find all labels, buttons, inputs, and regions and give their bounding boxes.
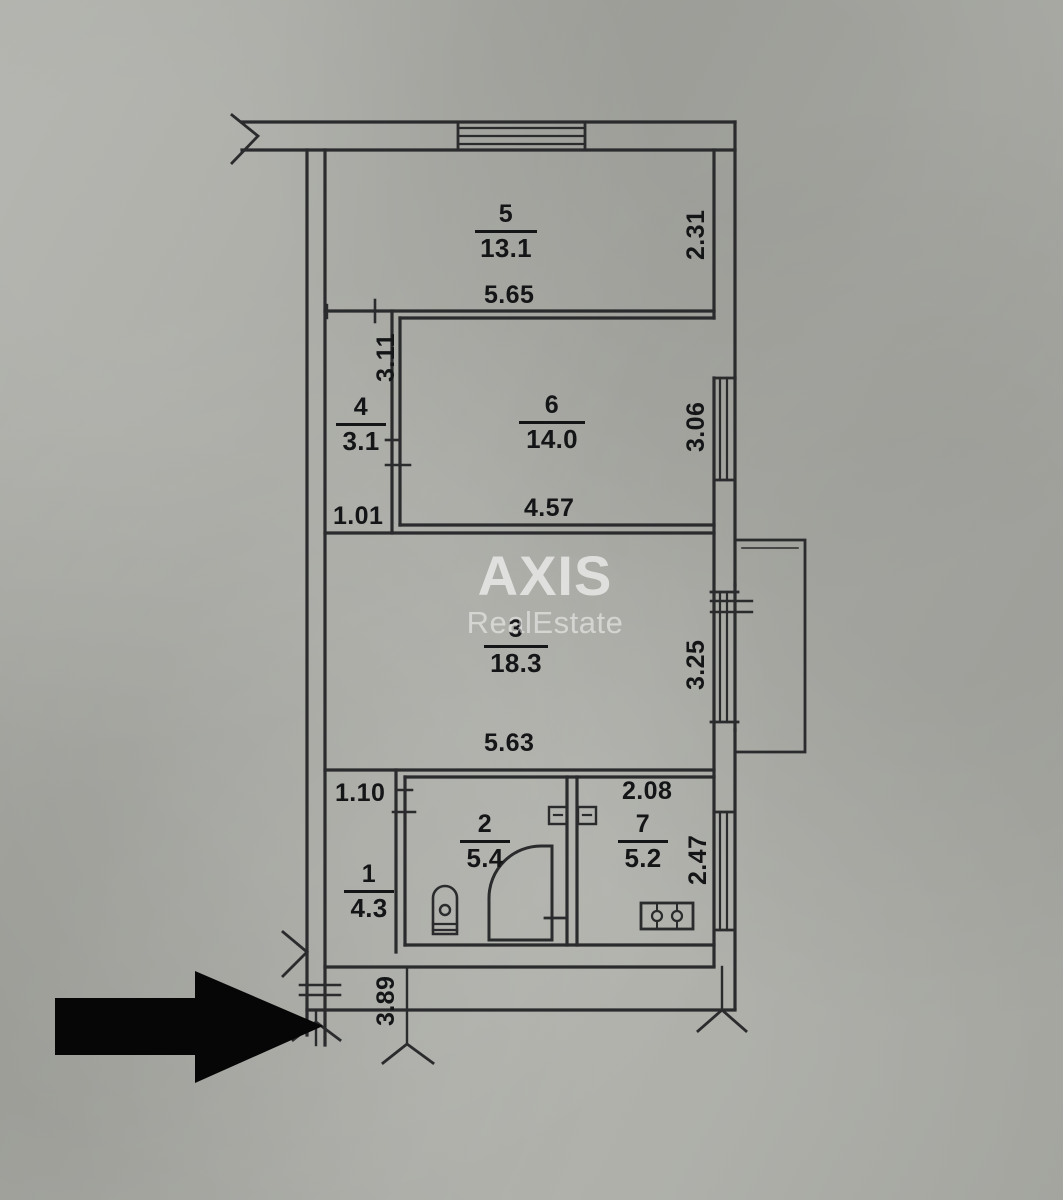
room-area-2: 5.4 (466, 842, 504, 873)
dim-arrow-left-mid (281, 930, 310, 978)
dimension-5-65: 5.65 (484, 281, 535, 309)
room-area-6: 14.0 (526, 423, 578, 454)
room-label-7: 7 5.2 (614, 810, 672, 873)
door-symbol-room2 (547, 805, 569, 826)
door-symbol-room7 (576, 805, 598, 826)
room-area-1: 4.3 (350, 892, 388, 923)
room-label-3: 3 18.3 (478, 615, 554, 678)
room-area-4: 3.1 (342, 425, 380, 456)
room-label-rule (618, 839, 668, 843)
room-number-4: 4 (353, 393, 369, 421)
entrance-direction-arrow (55, 971, 323, 1083)
balcony-outline (733, 538, 807, 754)
room-number-2: 2 (477, 810, 493, 838)
room-label-rule (484, 644, 548, 648)
room-label-1: 1 4.3 (340, 860, 398, 923)
dimension-4-57: 4.57 (524, 494, 575, 522)
room-area-5: 13.1 (480, 232, 532, 263)
dimension-1-10: 1.10 (335, 779, 386, 807)
sink-fixture (639, 901, 695, 931)
door-swing-arc (487, 844, 554, 942)
dimension-3-11: 3.11 (372, 333, 400, 382)
dimension-2-08: 2.08 (622, 777, 673, 805)
room-number-5: 5 (498, 200, 514, 228)
room-label-rule (519, 420, 585, 424)
room-label-rule (336, 422, 386, 426)
room-area-7: 5.2 (624, 842, 662, 873)
room-number-3: 3 (508, 615, 524, 643)
dimension-2-47: 2.47 (684, 834, 712, 885)
dimension-2-31: 2.31 (682, 209, 710, 260)
room-number-7: 7 (635, 810, 651, 838)
room-number-6: 6 (544, 391, 560, 419)
dimension-3-25: 3.25 (682, 639, 710, 690)
room-label-5: 5 13.1 (468, 200, 544, 263)
toilet-fixture (431, 884, 459, 936)
dimension-3-06: 3.06 (682, 401, 710, 452)
room-label-rule (344, 889, 394, 893)
dim-arrow-top-left (230, 113, 261, 165)
room-label-6: 6 14.0 (512, 391, 592, 454)
dimension-5-63: 5.63 (484, 729, 535, 757)
room-label-4: 4 3.1 (333, 393, 389, 456)
dimension-1-01: 1.01 (333, 502, 384, 530)
room-area-3: 18.3 (490, 647, 542, 678)
room-label-2: 2 5.4 (456, 810, 514, 873)
dim-arrow-bottom-right (696, 1008, 748, 1033)
room-number-1: 1 (361, 860, 377, 888)
arrow-shape (55, 971, 323, 1083)
room-label-rule (460, 839, 510, 843)
dimension-3-89: 3.89 (372, 975, 400, 1026)
room-label-rule (475, 229, 537, 233)
dim-arrow-bottom-mid (381, 1042, 435, 1065)
